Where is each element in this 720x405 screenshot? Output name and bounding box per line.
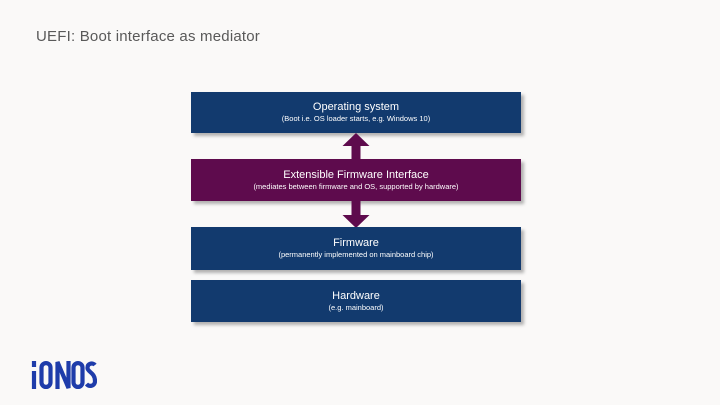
ionos-logo xyxy=(31,361,97,389)
box-extensible-firmware-interface: Extensible Firmware Interface (mediates … xyxy=(191,159,521,201)
slide-title: UEFI: Boot interface as mediator xyxy=(36,28,260,45)
ionos-logo-icon xyxy=(31,361,97,389)
box-hardware-label: Hardware xyxy=(332,289,380,302)
box-firmware-sublabel: (permanently implemented on mainboard ch… xyxy=(278,250,434,259)
box-hardware-sublabel: (e.g. mainboard) xyxy=(328,302,384,312)
arrow-down-icon xyxy=(342,201,370,228)
box-extensible-firmware-interface-label: Extensible Firmware Interface xyxy=(283,168,429,181)
arrow-up-icon xyxy=(342,133,370,160)
box-firmware: Firmware (permanently implemented on mai… xyxy=(191,227,521,270)
box-operating-system-label: Operating system xyxy=(312,101,400,113)
box-firmware-label: Firmware xyxy=(333,237,379,249)
box-hardware: Hardware (e.g. mainboard) xyxy=(191,280,521,322)
box-operating-system: Operating system (Boot i.e. OS loader st… xyxy=(191,92,521,133)
box-extensible-firmware-interface-sublabel: (mediates between firmware and OS, suppo… xyxy=(253,181,459,191)
box-operating-system-sublabel: (Boot i.e. OS loader starts, e.g. Window… xyxy=(281,114,431,123)
